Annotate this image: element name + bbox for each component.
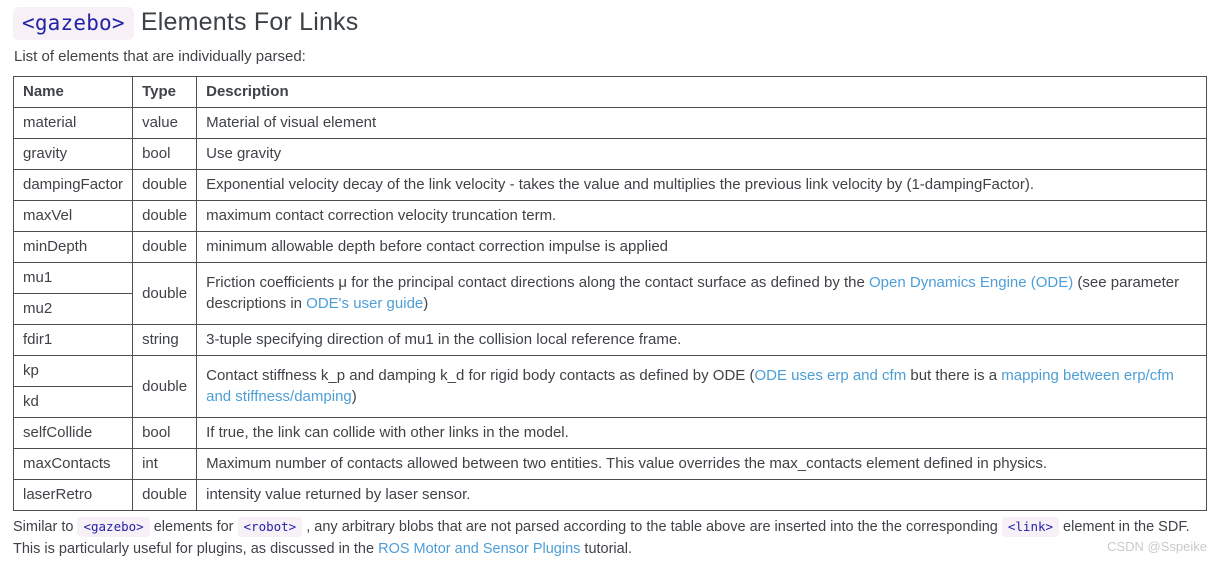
inline-code: <link>	[1001, 517, 1060, 537]
cell-element-description: minimum allowable depth before contact c…	[196, 231, 1207, 263]
cell-element-description: Exponential velocity decay of the link v…	[196, 169, 1207, 201]
intro-text: List of elements that are individually p…	[14, 48, 306, 65]
text-segment: Maximum number of contacts allowed betwe…	[206, 455, 1048, 472]
text-segment: Use gravity	[206, 145, 282, 162]
cell-element-type: double	[132, 262, 198, 325]
text-segment: Exponential velocity decay of the link v…	[206, 176, 1035, 193]
cell-element-description: Material of visual element	[196, 107, 1207, 139]
text-segment: maximum contact correction velocity trun…	[206, 207, 557, 224]
cell-element-type: value	[132, 107, 198, 139]
cell-element-name: kp	[12, 355, 134, 387]
footer-line-2: This is particularly useful for plugins,…	[13, 539, 1208, 561]
cell-element-description: 3-tuple specifying direction of mu1 in t…	[196, 324, 1207, 356]
cell-element-description: maximum contact correction velocity trun…	[196, 200, 1207, 232]
inline-link[interactable]: ODE's user guide	[306, 295, 424, 312]
text-segment: Material of visual element	[206, 114, 377, 131]
text-segment: Friction coefficients μ for the principa…	[206, 274, 870, 291]
cell-element-name: mu1	[12, 262, 134, 294]
cell-element-name: selfCollide	[12, 417, 134, 449]
cell-element-name: mu2	[12, 293, 134, 325]
text-segment: element in the SDF.	[1059, 519, 1190, 535]
cell-element-description: Contact stiffness k_p and damping k_d fo…	[196, 355, 1207, 418]
cell-element-description: intensity value returned by laser sensor…	[196, 479, 1207, 511]
cell-element-name: minDepth	[12, 231, 134, 263]
cell-element-type: double	[132, 231, 198, 263]
text-segment: minimum allowable depth before contact c…	[206, 238, 669, 255]
text-segment: but there is a	[906, 367, 1002, 384]
inline-code: <gazebo>	[77, 517, 150, 537]
text-segment: )	[423, 295, 429, 312]
cell-element-description: If true, the link can collide with other…	[196, 417, 1207, 449]
cell-element-name: dampingFactor	[12, 169, 134, 201]
text-segment: (see parameter descriptions in	[206, 274, 1180, 312]
footer-paragraph: Similar to <gazebo> elements for <robot>…	[13, 516, 1208, 560]
header-cell-type: Type	[132, 76, 198, 108]
text-segment: , any arbitrary blobs that are not parse…	[302, 519, 1002, 535]
text-segment: Contact stiffness k_p and damping k_d fo…	[206, 367, 755, 384]
inline-link[interactable]: ODE uses erp and cfm	[754, 367, 907, 384]
page-title-text: Elements For Links	[133, 8, 359, 36]
text-segment: tutorial.	[580, 540, 632, 557]
footer-line-1: Similar to <gazebo> elements for <robot>…	[13, 516, 1208, 539]
cell-element-name: material	[12, 107, 134, 139]
cell-element-name: laserRetro	[12, 479, 134, 511]
page-title: <gazebo> Elements For Links	[13, 7, 1208, 40]
inline-code: <robot>	[237, 517, 303, 537]
inline-link[interactable]: mapping between erp/cfm and stiffness/da…	[206, 367, 1174, 405]
cell-element-type: double	[132, 169, 198, 201]
inline-link[interactable]: ROS Motor and Sensor Plugins	[378, 540, 581, 557]
cell-element-description: Maximum number of contacts allowed betwe…	[196, 448, 1207, 480]
cell-element-name: maxContacts	[12, 448, 134, 480]
cell-element-type: double	[132, 355, 198, 418]
cell-element-description: Friction coefficients μ for the principa…	[196, 262, 1207, 325]
cell-element-type: double	[132, 200, 198, 232]
cell-element-description: Use gravity	[196, 138, 1207, 170]
cell-element-name: fdir1	[12, 324, 134, 356]
cell-element-name: kd	[12, 386, 134, 418]
text-segment: elements for	[149, 519, 238, 535]
watermark: CSDN @Sspeike	[1107, 539, 1207, 554]
text-segment: intensity value returned by laser sensor…	[206, 486, 471, 503]
table-header-row: Name Type Description	[12, 76, 1207, 108]
text-segment: 3-tuple specifying direction of mu1 in t…	[206, 331, 682, 348]
header-cell-description: Description	[196, 76, 1207, 108]
text-segment: )	[351, 388, 357, 405]
header-cell-name: Name	[12, 76, 134, 108]
cell-element-type: bool	[132, 138, 198, 170]
inline-link[interactable]: Open Dynamics Engine (ODE)	[869, 274, 1074, 291]
text-segment: This is particularly useful for plugins,…	[13, 540, 379, 557]
cell-element-type: string	[132, 324, 198, 356]
cell-element-name: gravity	[12, 138, 134, 170]
title-code-badge: <gazebo>	[13, 7, 134, 40]
text-segment: Similar to	[13, 519, 78, 535]
cell-element-type: bool	[132, 417, 198, 449]
cell-element-type: int	[132, 448, 198, 480]
text-segment: If true, the link can collide with other…	[206, 424, 569, 441]
cell-element-name: maxVel	[12, 200, 134, 232]
cell-element-type: double	[132, 479, 198, 511]
